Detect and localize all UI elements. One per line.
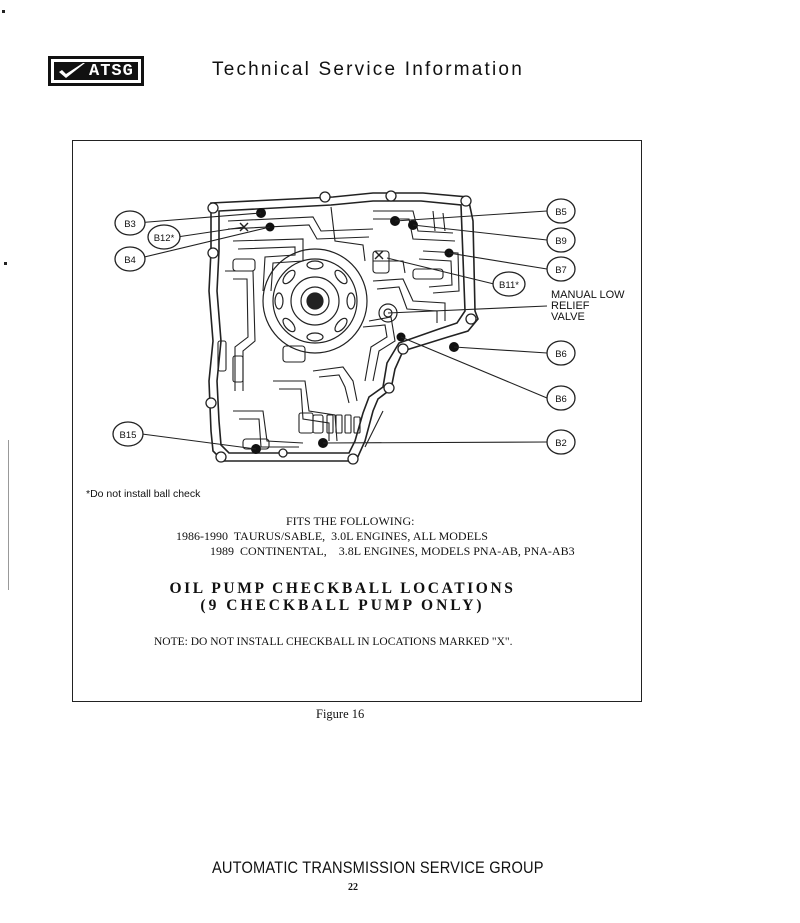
figure-note: NOTE: DO NOT INSTALL CHECKBALL IN LOCATI…: [154, 636, 513, 648]
callout-b7: B7: [555, 265, 567, 276]
scan-edge-line: [8, 440, 9, 590]
header-title: Technical Service Information: [212, 59, 524, 80]
fits-line-continental: 1989 CONTINENTAL, 3.8L ENGINES, MODELS P…: [210, 544, 575, 558]
figure-box: B3 B12* B4 B5 B9 B7 B11* B6 B6 B15 B2 MA…: [72, 140, 642, 702]
pump-body: [208, 192, 479, 462]
callout-b5: B5: [555, 207, 567, 218]
logo-text: ATSG: [89, 61, 134, 81]
footer-company-name: AUTOMATIC TRANSMISSION SERVICE GROUP: [212, 858, 544, 877]
callout-circles: [112, 198, 576, 455]
callout-b12: B12*: [154, 233, 175, 244]
callout-b4: B4: [124, 255, 136, 266]
valve-label-line1: MANUAL LOW: [551, 289, 625, 301]
callout-b2: B2: [555, 438, 567, 449]
checkmark-icon: [59, 63, 85, 78]
figure-caption: Figure 16: [316, 707, 365, 721]
figure-subtitle: (9 CHECKBALL PUMP ONLY): [200, 597, 485, 614]
fluid-passages: [225, 206, 460, 448]
scan-mark: [4, 262, 7, 265]
fits-heading: FITS THE FOLLOWING:: [286, 514, 415, 528]
valve-label-line2: RELIEF: [551, 300, 590, 312]
footnote: *Do not install ball check: [86, 488, 201, 500]
callout-b3: B3: [124, 219, 136, 230]
oil-pump-diagram: B3 B12* B4 B5 B9 B7 B11* B6 B6 B15 B2 MA…: [112, 190, 625, 465]
callout-b6-lower: B6: [555, 394, 567, 405]
valve-label-line3: VALVE: [551, 311, 585, 323]
figure-title: OIL PUMP CHECKBALL LOCATIONS: [169, 580, 516, 597]
callout-leaders: [135, 210, 548, 450]
passage-slots: [217, 250, 444, 450]
pump-gear-area: [262, 248, 368, 354]
bolt-holes: [205, 190, 477, 465]
callout-b6-upper: B6: [555, 349, 567, 360]
atsg-logo: ATSG: [48, 56, 144, 86]
callout-b15: B15: [120, 430, 137, 441]
page-number: 22: [348, 882, 358, 893]
callout-b11: B11*: [499, 280, 519, 291]
fits-line-taurus-sable: 1986-1990 TAURUS/SABLE, 3.0L ENGINES, AL…: [176, 529, 488, 543]
callout-b9: B9: [555, 236, 567, 247]
scan-mark: [2, 10, 5, 13]
